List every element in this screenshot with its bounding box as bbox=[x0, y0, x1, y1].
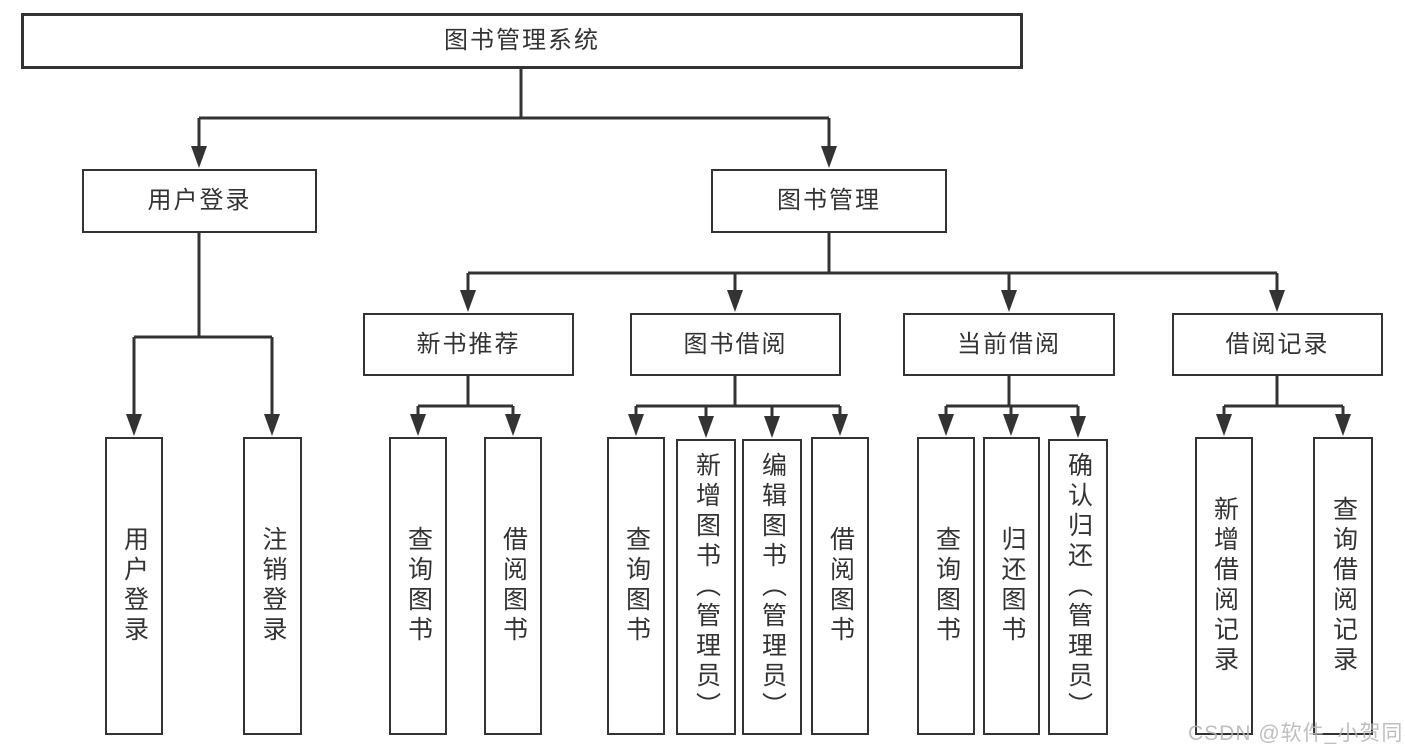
leaf-query-books-current: 查询图书 bbox=[917, 437, 975, 735]
leaf-logout: 注销登录 bbox=[243, 437, 302, 735]
leaf-user-login: 用户登录 bbox=[105, 437, 163, 735]
node-borrow-records: 借阅记录 bbox=[1172, 313, 1383, 376]
node-current-borrow: 当前借阅 bbox=[903, 313, 1115, 376]
leaf-add-book-admin: 新增图书（管理员） bbox=[676, 439, 736, 735]
leaf-add-borrow-record: 新增借阅记录 bbox=[1195, 437, 1253, 735]
node-book-borrow: 图书借阅 bbox=[630, 313, 841, 376]
leaf-query-books-recommend: 查询图书 bbox=[389, 437, 447, 735]
leaf-borrow-books: 借阅图书 bbox=[811, 437, 869, 735]
node-user-login: 用户登录 bbox=[82, 169, 317, 233]
leaf-edit-book-admin: 编辑图书（管理员） bbox=[742, 439, 802, 735]
node-new-book-recommend: 新书推荐 bbox=[363, 313, 574, 376]
leaf-query-borrow-record: 查询借阅记录 bbox=[1313, 437, 1373, 735]
leaf-borrow-books-recommend: 借阅图书 bbox=[484, 437, 542, 735]
leaf-confirm-return-admin: 确认归还（管理员） bbox=[1048, 439, 1108, 735]
csdn-watermark: CSDN @软件_小贺同学 bbox=[1188, 722, 1405, 745]
node-book-management: 图书管理 bbox=[711, 169, 947, 233]
node-root: 图书管理系统 bbox=[21, 13, 1023, 69]
leaf-return-book: 归还图书 bbox=[983, 437, 1040, 735]
leaf-query-books-borrow: 查询图书 bbox=[607, 437, 665, 735]
